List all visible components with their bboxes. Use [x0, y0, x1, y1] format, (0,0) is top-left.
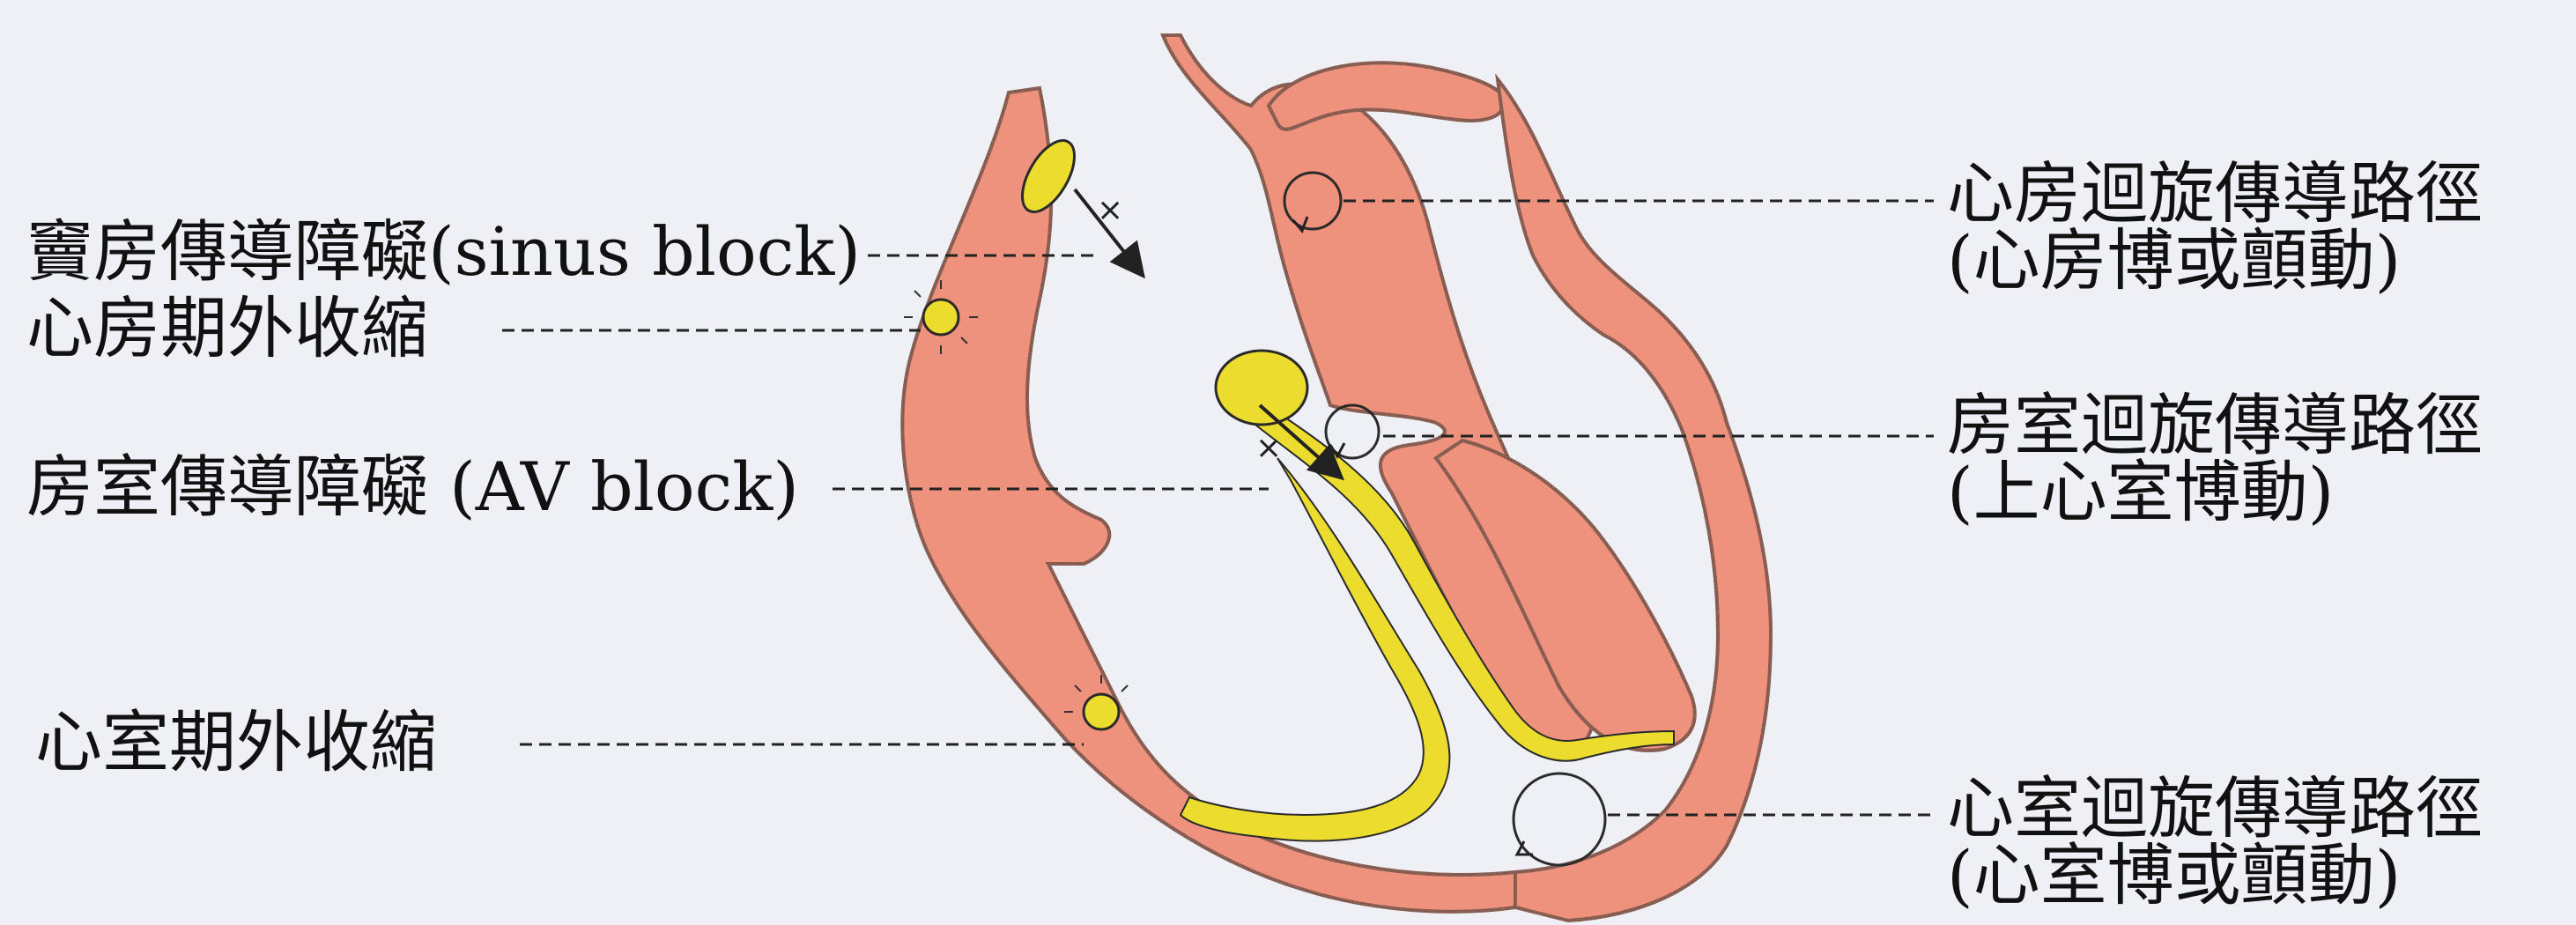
label-atrial-reentry-note: (心房博或顫動)	[1947, 227, 2483, 294]
label-ventricular-reentry-note: (心室博或顫動)	[1947, 842, 2483, 909]
label-atrial-premature: 心房期外收縮	[26, 295, 428, 362]
av-node	[1216, 351, 1307, 425]
label-atrial-reentry-title: 心房迴旋傳導路徑	[1947, 160, 2483, 227]
av-reentry-loop	[1326, 405, 1379, 458]
label-ventricular-premature: 心室期外收縮	[35, 709, 437, 776]
label-ventricular-reentry-title: 心室迴旋傳導路徑	[1947, 775, 2483, 842]
ventricular-reentry-loop	[1514, 773, 1605, 865]
label-av-block: 房室傳導障礙 (AV block)	[26, 454, 799, 521]
sinus-block-x-mark: ×	[1097, 192, 1123, 228]
label-av-reentry-note: (上心室博動)	[1947, 459, 2483, 526]
label-atrial-reentry: 心房迴旋傳導路徑 (心房博或顫動)	[1947, 160, 2483, 294]
svg-text:×: ×	[1255, 430, 1282, 466]
label-av-reentry: 房室迴旋傳導路徑 (上心室博動)	[1947, 392, 2483, 526]
label-sinus-block: 竇房傳導障礙(sinus block)	[26, 218, 861, 285]
label-ventricular-reentry: 心室迴旋傳導路徑 (心室博或顫動)	[1947, 775, 2483, 909]
left-atrium-roof	[1269, 63, 1505, 129]
label-av-reentry-title: 房室迴旋傳導路徑	[1947, 392, 2483, 459]
